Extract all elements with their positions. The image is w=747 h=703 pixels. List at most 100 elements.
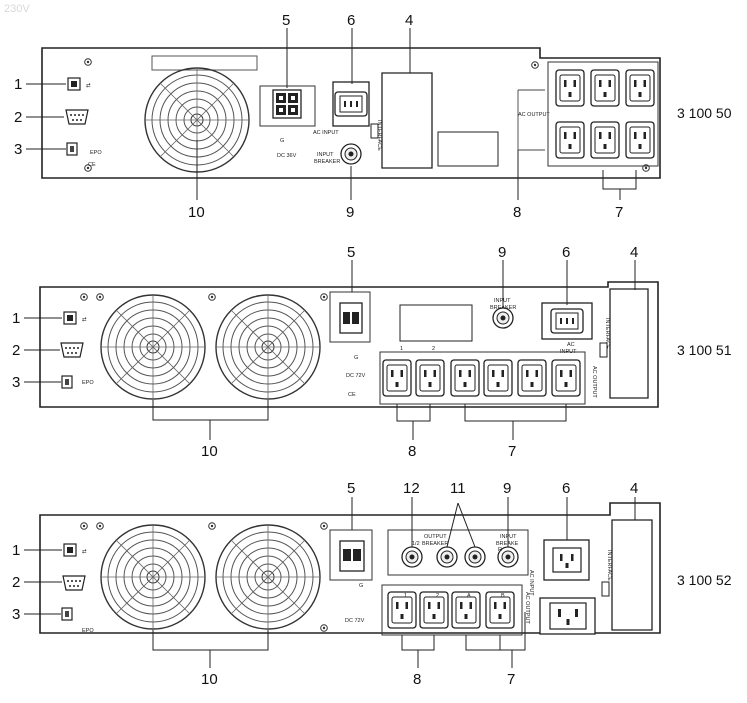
- callout-11: 11: [450, 480, 466, 497]
- dc-terminal-pin: [353, 549, 361, 561]
- ac-inlet-icon: [550, 308, 584, 334]
- dc-terminal-icon: [272, 89, 302, 119]
- usb-port-icon: [63, 311, 77, 325]
- outlet-icon: [483, 359, 513, 397]
- callout-6: 6: [562, 480, 570, 497]
- breaker-group-frame: [387, 529, 529, 576]
- outlet-icon: [517, 359, 547, 397]
- interface-card-slot: [611, 519, 653, 631]
- callout-3: 3: [12, 374, 20, 391]
- interface-card-slot: [381, 72, 433, 169]
- ac-inlet-icon: [552, 547, 582, 573]
- ac-inlet-pin: [560, 554, 563, 561]
- outlet-icon: [625, 69, 655, 107]
- callout-2: 2: [14, 109, 22, 126]
- ac-input-label: AC INPUT: [528, 570, 534, 596]
- callout-8: 8: [408, 443, 416, 460]
- outlet-icon: [415, 359, 445, 397]
- epo-label: EPO: [82, 380, 94, 386]
- watermark-text: 230V: [4, 3, 30, 15]
- interface-label: INTERFACE: [376, 120, 382, 151]
- ac-output-label: AC OUTPUT: [591, 366, 597, 398]
- panel-3-100-52: ⇄ EPO G DC 72V OUTPUT BREAKER 1/2 INPUT …: [12, 480, 732, 688]
- screw-icon: [320, 293, 328, 301]
- callout-6: 6: [562, 244, 570, 261]
- large-outlet-pin: [575, 609, 578, 617]
- callout-leaders: [24, 497, 636, 668]
- breaker-index-label: 1/2: [412, 541, 420, 547]
- outlet-icon: [625, 121, 655, 159]
- fan-icon: [215, 294, 321, 400]
- interface-port: [599, 342, 608, 358]
- dc-voltage-label: DC 72V: [346, 373, 366, 379]
- outlet-label-2: 2: [436, 593, 439, 599]
- outlet-icon: [555, 69, 585, 107]
- screw-icon: [96, 522, 104, 530]
- screw-icon: [84, 58, 92, 66]
- epo-connector-icon: [66, 142, 78, 156]
- callout-3: 3: [12, 606, 20, 623]
- usb-port-icon: [63, 543, 77, 557]
- callout-9: 9: [498, 244, 506, 261]
- dc-voltage-label: DC 36V: [277, 153, 297, 159]
- serial-port-icon: [60, 342, 84, 358]
- ac-output-label: AC OUTPUT: [518, 112, 550, 118]
- dc-terminal-frame: [329, 291, 371, 343]
- callout-10: 10: [201, 671, 218, 688]
- port-label-2: 2: [432, 346, 435, 352]
- ac-input-label: AC INPUT: [313, 130, 339, 136]
- callout-2: 2: [12, 342, 20, 359]
- screw-icon: [208, 293, 216, 301]
- ac-inlet-pin: [571, 554, 574, 561]
- callout-8: 8: [413, 671, 421, 688]
- interface-card-slot: [609, 288, 649, 399]
- dc-terminal-pin: [352, 312, 359, 324]
- outlet-icon: [555, 121, 585, 159]
- ce-mark: CE: [348, 392, 356, 398]
- chassis-outline: [39, 502, 661, 634]
- output-breaker-icon: [436, 546, 458, 568]
- breaker-side-label: R: [498, 547, 502, 553]
- callout-10: 10: [188, 204, 205, 221]
- screw-icon: [208, 522, 216, 530]
- output-breaker-label-bottom: BREAKER: [422, 541, 448, 547]
- model-number: 3 100 51: [677, 342, 732, 358]
- outlet-group-frame: [547, 61, 659, 167]
- outlet-icon: [387, 591, 417, 629]
- rating-plate: [399, 304, 473, 342]
- epo-label: EPO: [90, 150, 102, 156]
- outlet-icon: [419, 591, 449, 629]
- callout-8: 8: [513, 204, 521, 221]
- interface-label: INTERFACE: [606, 550, 612, 581]
- callout-2: 2: [12, 574, 20, 591]
- fan-icon: [100, 524, 206, 630]
- interface-port: [601, 581, 610, 597]
- callout-1: 1: [14, 76, 22, 93]
- epo-connector-icon: [61, 375, 73, 389]
- epo-connector-icon: [61, 607, 73, 621]
- ce-mark: CE: [88, 162, 96, 168]
- dc-voltage-label: DC 72V: [345, 618, 365, 624]
- usb-symbol: ⇄: [82, 316, 87, 323]
- callout-9: 9: [503, 480, 511, 497]
- output-breaker-icon: [464, 546, 486, 568]
- ac-inlet-icon: [334, 91, 368, 117]
- callout-5: 5: [347, 480, 355, 497]
- screw-icon: [320, 522, 328, 530]
- usb-port-icon: [67, 77, 81, 91]
- panel-3-100-51: ⇄ EPO CE G DC 72V INPUT BREAKER AC INPUT…: [12, 244, 732, 460]
- rating-plate: [437, 131, 499, 167]
- callout-7: 7: [507, 671, 515, 688]
- callout-10: 10: [201, 443, 218, 460]
- outlet-label-a: A: [467, 593, 471, 599]
- callout-7: 7: [508, 443, 516, 460]
- outlet-group-frame: [381, 584, 523, 636]
- output-breaker-label-top: OUTPUT: [424, 534, 447, 540]
- input-breaker-label-top: INPUT: [500, 534, 517, 540]
- callout-7: 7: [615, 204, 623, 221]
- callout-leaders: [26, 28, 637, 200]
- ac-inlet-pin: [565, 563, 569, 568]
- callout-3: 3: [14, 141, 22, 158]
- port-label-1: 1: [400, 346, 403, 352]
